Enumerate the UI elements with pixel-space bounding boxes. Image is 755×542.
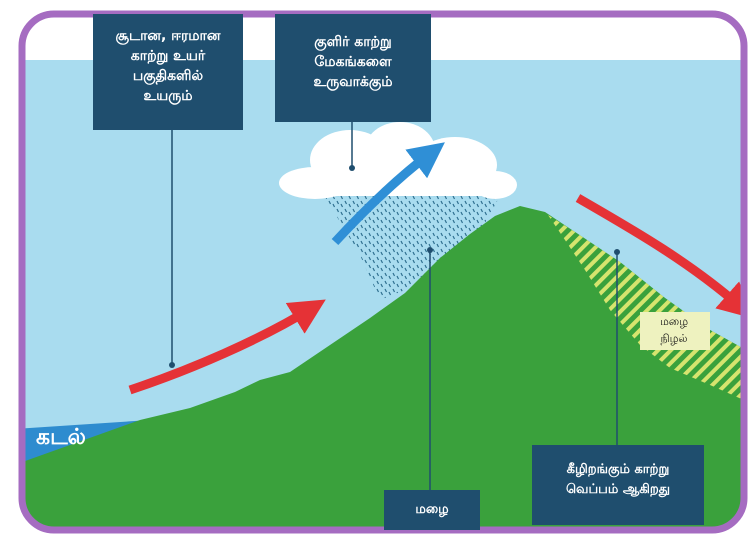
- leader-dot-cool-air: [349, 165, 355, 171]
- callout-rain: மழை: [384, 490, 480, 530]
- leader-dot-rain: [427, 247, 433, 253]
- sea-label: கடல்: [36, 425, 86, 450]
- callout-warm-moist-air-line-2: காற்று உயர்: [130, 48, 206, 64]
- callout-cool-air-line-2: மேகங்களை: [314, 54, 392, 70]
- rain-shadow-box: [640, 312, 710, 350]
- rain-shadow-label-line-2: நிழல்: [660, 332, 688, 345]
- callout-descending-air: கீழிறங்கும் காற்று வெப்பம் ஆகிறது: [532, 445, 704, 525]
- callout-cool-air-line-1: குளிர் காற்று: [314, 34, 392, 50]
- rain-shadow-label-line-1: மழை: [659, 315, 689, 328]
- callout-warm-moist-air-line-3: பகுதிகளில்: [132, 68, 204, 84]
- callout-cool-air-clouds: குளிர் காற்று மேகங்களை உருவாக்கும்: [275, 14, 431, 122]
- callout-rain-text: மழை: [415, 502, 449, 517]
- callout-descending-air-line-1: கீழிறங்கும் காற்று: [566, 462, 670, 477]
- leader-dot-descending: [614, 249, 620, 255]
- warm-air-rising-arrow: [128, 299, 326, 395]
- rain-shadow-label: மழை நிழல்: [640, 313, 708, 347]
- callout-warm-moist-air-line-1: சூடான, ஈரமான: [115, 28, 221, 44]
- callout-warm-moist-air: சூடான, ஈரமான காற்று உயர் பகுதிகளில் உயரு…: [93, 14, 243, 130]
- callout-cool-air-line-3: உருவாக்கும்: [313, 74, 393, 90]
- rain-shadow-area: [548, 215, 744, 405]
- cool-air-arrow: [331, 142, 445, 246]
- callout-warm-moist-air-line-4: உயரும்: [143, 88, 193, 104]
- descending-air-arrow: [575, 194, 744, 319]
- callout-descending-air-line-2: வெப்பம் ஆகிறது: [565, 482, 671, 497]
- rainfall-area: [322, 192, 500, 300]
- leader-dot-warm-air: [169, 362, 175, 368]
